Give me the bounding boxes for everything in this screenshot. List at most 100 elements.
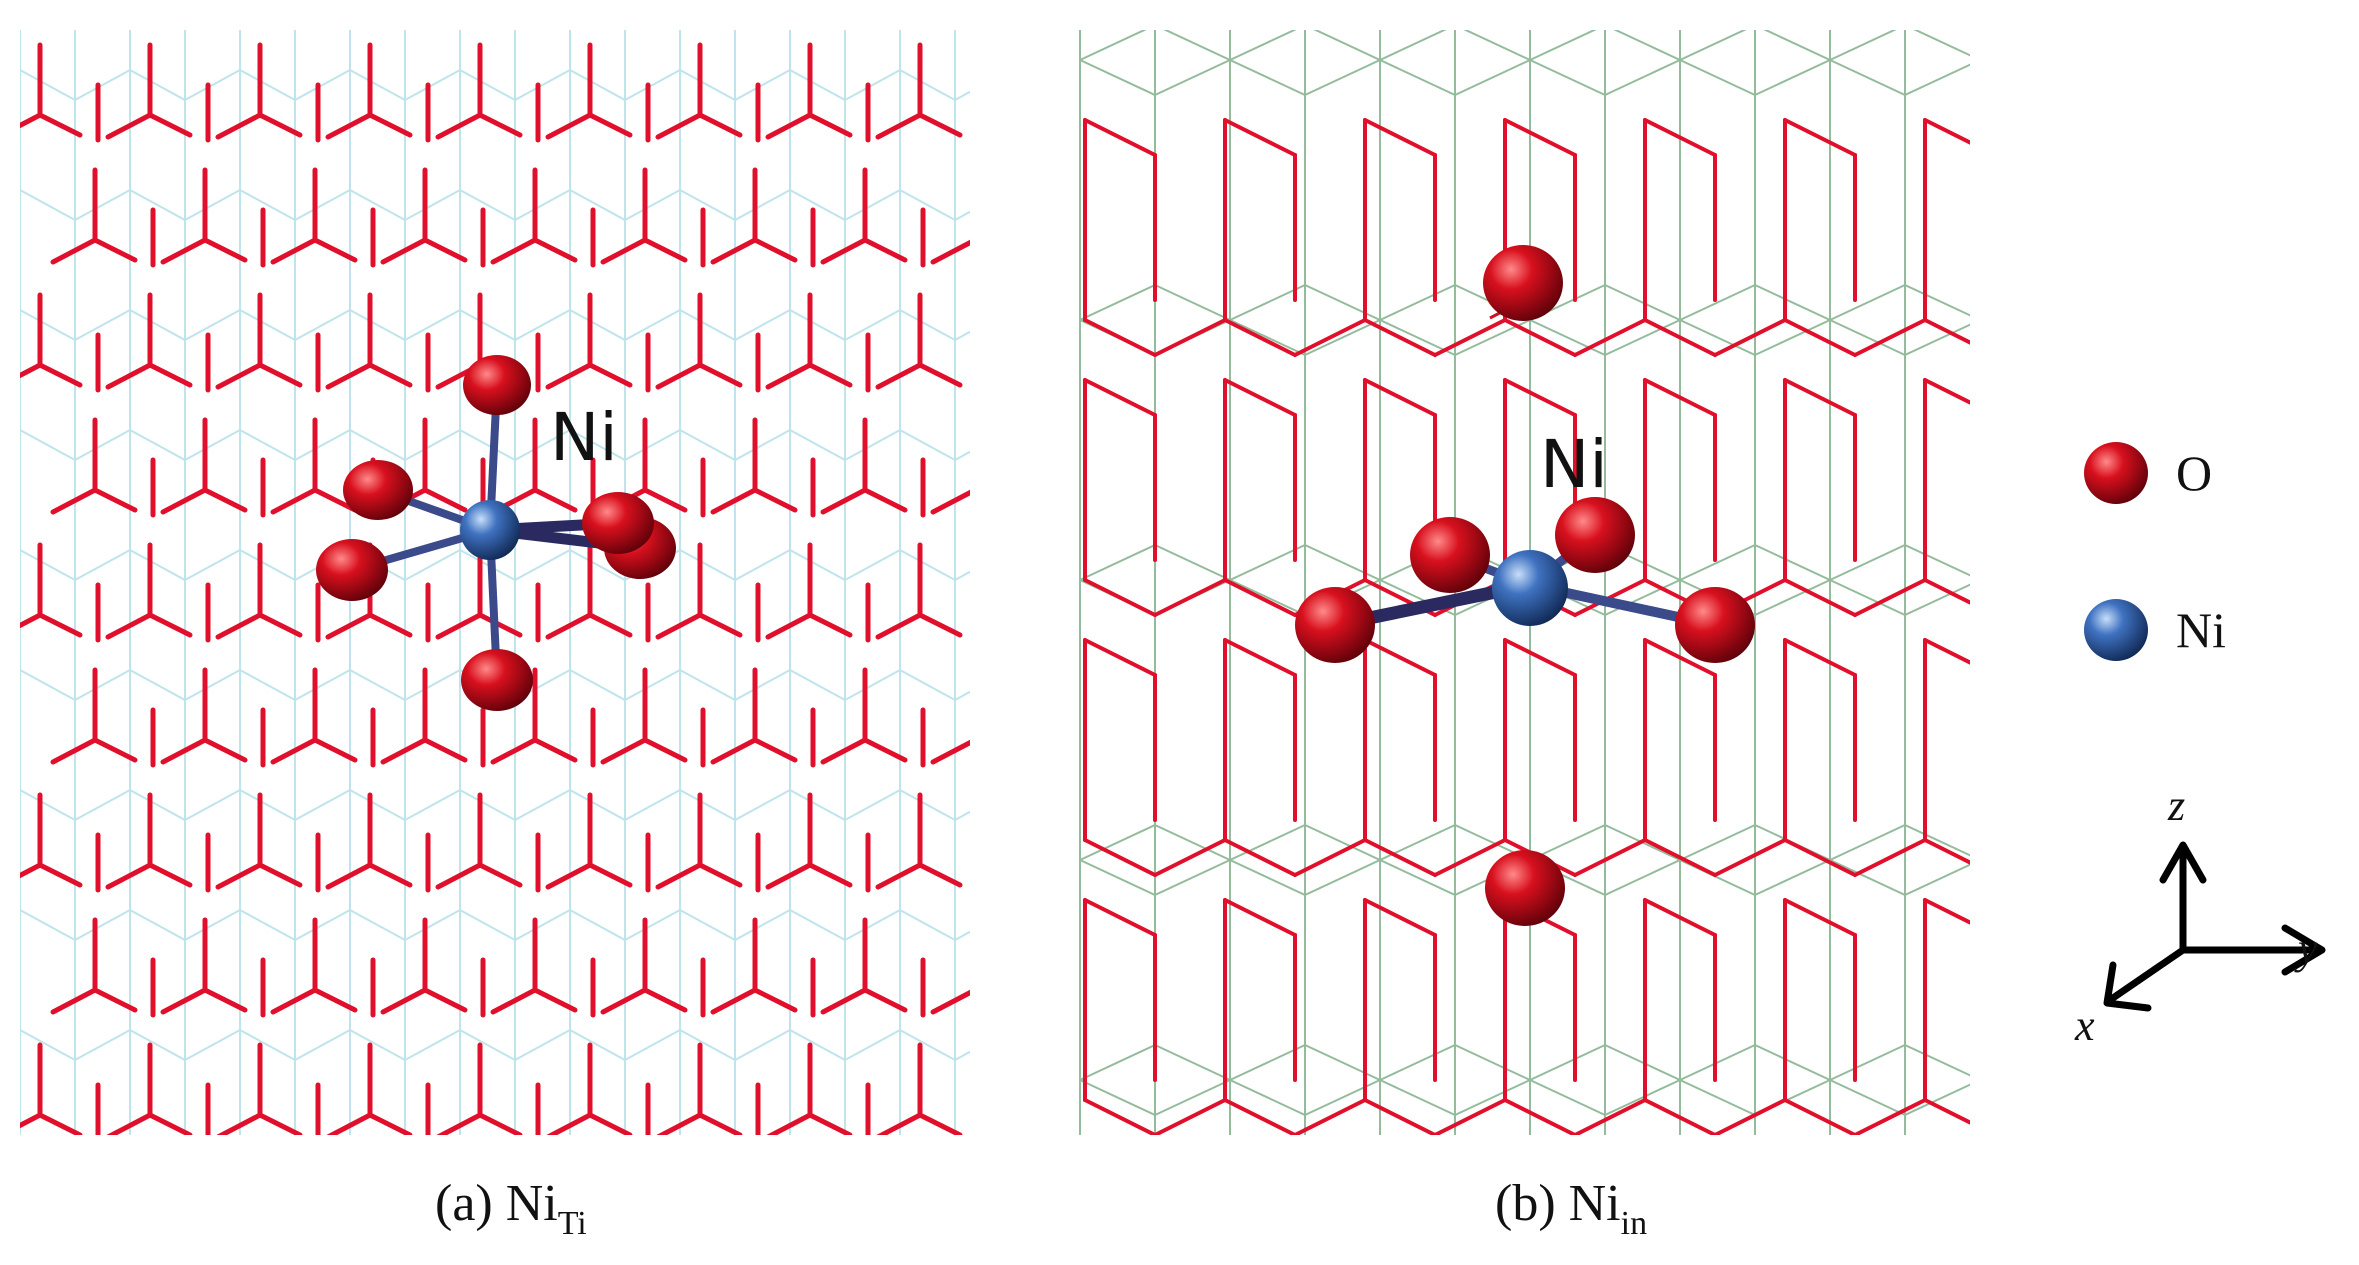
o-ti-bond xyxy=(1783,318,1857,357)
o-ti-bond xyxy=(587,612,633,638)
o-ti-bond xyxy=(1783,118,1857,157)
o-ti-bond xyxy=(105,362,153,390)
o-ti-bond xyxy=(697,362,743,388)
ti-o-bond xyxy=(514,789,571,821)
ti-o-bond xyxy=(129,429,186,461)
ti-o-bond xyxy=(1604,319,1681,356)
ti-o-bond xyxy=(1904,323,1970,356)
ti-o-bond xyxy=(1679,1044,1756,1081)
o-ti-bond xyxy=(642,487,688,513)
ti-o-bond xyxy=(239,69,296,101)
ti-o-bond xyxy=(569,189,626,221)
o-ti-bond xyxy=(147,862,193,888)
panel-b-oxygen-atom xyxy=(1483,245,1563,321)
o-ti-bond xyxy=(367,362,413,388)
o-ti-bond xyxy=(1643,1098,1717,1135)
o-ti-bond xyxy=(875,112,923,140)
o-ti-bond xyxy=(875,862,923,890)
ti-o-bond xyxy=(239,789,296,821)
o-ti-bond xyxy=(50,737,98,765)
panel-b-ni-label: Ni xyxy=(1540,426,1608,503)
o-ti-bond xyxy=(160,237,208,265)
ti-o-bond xyxy=(239,429,296,461)
o-ti-bond xyxy=(422,737,468,763)
ti-o-bond xyxy=(1229,319,1306,356)
ti-o-bond xyxy=(1829,824,1906,861)
o-ti-bond xyxy=(50,237,98,265)
oxygen-atom-icon xyxy=(2084,442,2148,504)
ti-o-bond xyxy=(1379,30,1447,61)
ti-o-bond xyxy=(1304,544,1381,581)
panel-a-oxygen-atom xyxy=(463,355,531,415)
ti-o-bond xyxy=(1679,30,1747,61)
o-ti-bond xyxy=(1083,838,1157,877)
panel-a-lattice xyxy=(20,30,1015,1135)
ti-o-bond xyxy=(569,69,626,101)
o-ti-bond xyxy=(1153,1098,1227,1135)
ti-o-bond xyxy=(954,450,970,461)
ti-o-bond xyxy=(20,549,76,581)
o-ti-bond xyxy=(1923,118,1970,145)
o-ti-bond xyxy=(1853,578,1927,617)
ti-o-bond xyxy=(1604,1044,1681,1081)
o-ti-bond xyxy=(422,987,468,1013)
ti-o-bond xyxy=(20,1029,76,1061)
ti-o-bond xyxy=(954,330,970,341)
ti-o-bond xyxy=(1679,59,1756,96)
o-ti-bond xyxy=(270,987,318,1015)
o-ti-bond xyxy=(1363,378,1437,417)
y-arrowhead-icon xyxy=(2281,924,2326,976)
o-ti-bond xyxy=(1153,318,1227,357)
o-ti-bond xyxy=(477,612,523,638)
ti-o-bond xyxy=(1904,63,1970,96)
o-ti-bond xyxy=(765,862,813,890)
ti-o-bond xyxy=(734,1029,791,1061)
ti-o-bond xyxy=(624,1029,681,1061)
panel-b-nickel-atom xyxy=(1492,550,1568,626)
o-ti-bond xyxy=(975,990,1015,1010)
o-ti-bond xyxy=(20,112,43,129)
o-ti-bond xyxy=(37,862,83,888)
o-ti-bond xyxy=(1433,1098,1507,1135)
ti-o-bond xyxy=(74,189,131,221)
o-ti-bond xyxy=(1503,1098,1577,1135)
ti-o-bond xyxy=(569,669,626,701)
o-ti-bond xyxy=(1783,898,1857,937)
ti-o-bond xyxy=(1754,1044,1831,1081)
ti-o-bond xyxy=(899,1029,956,1061)
ti-o-bond xyxy=(1154,284,1231,321)
o-ti-bond xyxy=(930,739,970,765)
ti-o-bond xyxy=(789,909,846,941)
o-ti-bond xyxy=(1713,318,1787,357)
o-ti-bond xyxy=(975,240,1015,260)
o-ti-bond xyxy=(92,487,138,513)
ti-o-bond xyxy=(1313,30,1381,61)
ti-o-bond xyxy=(129,1029,186,1061)
ti-o-bond xyxy=(1529,1079,1606,1116)
o-ti-bond xyxy=(1923,378,1970,405)
o-ti-bond xyxy=(1223,118,1297,157)
o-ti-bond xyxy=(106,1112,153,1135)
o-ti-bond xyxy=(587,112,633,138)
o-ti-bond xyxy=(435,112,483,140)
ti-o-bond xyxy=(789,549,846,581)
ti-o-bond xyxy=(1613,30,1681,61)
ti-o-bond xyxy=(1829,544,1906,581)
ti-o-bond xyxy=(1829,1079,1906,1116)
ti-o-bond xyxy=(624,909,681,941)
ti-o-bond xyxy=(74,429,131,461)
ti-o-bond xyxy=(349,309,406,341)
legend: O Ni xyxy=(2084,442,2226,661)
o-ti-bond xyxy=(930,239,970,265)
o-ti-bond xyxy=(92,237,138,263)
o-ti-bond xyxy=(92,737,138,763)
o-ti-bond xyxy=(435,862,483,890)
o-ti-bond xyxy=(1995,580,2065,615)
panel-b-caption: (b) Niin xyxy=(1495,1175,1647,1242)
ti-o-bond xyxy=(129,669,186,701)
ti-o-bond xyxy=(1304,284,1381,321)
ti-o-bond xyxy=(1463,30,1531,61)
o-ti-bond xyxy=(1083,118,1157,157)
ti-o-bond xyxy=(1229,544,1306,581)
ti-o-bond xyxy=(899,309,956,341)
